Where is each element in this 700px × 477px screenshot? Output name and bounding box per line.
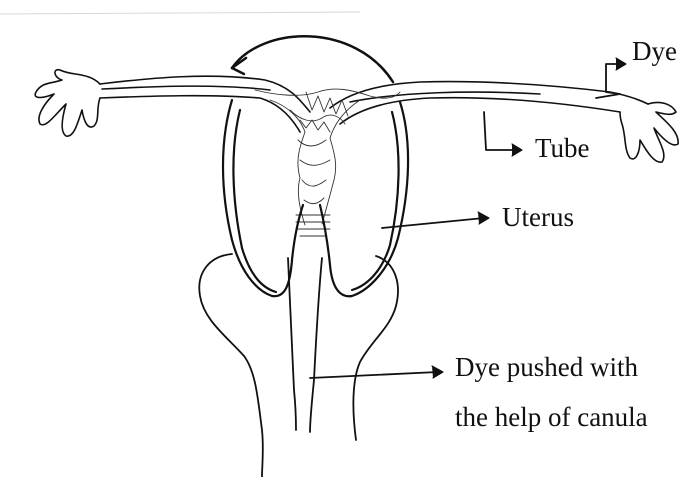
canula [288, 258, 322, 432]
dye-pointer-arrow [596, 58, 626, 98]
canula-pointer-arrow [310, 366, 443, 378]
uterus-body [223, 100, 408, 296]
label-dye-pushed-line2: the help of canula [455, 404, 648, 431]
fundus-arrow [232, 36, 393, 82]
uterus-pointer-arrow [382, 212, 489, 228]
scan-edge-line [0, 12, 360, 14]
label-uterus: Uterus [502, 204, 574, 231]
contrast-dye-fill [255, 89, 400, 236]
label-dye-pushed-line1: Dye pushed with [455, 354, 638, 381]
left-fallopian-tube [35, 70, 310, 136]
tube-pointer-arrow [484, 112, 522, 156]
label-dye: Dye [632, 38, 677, 65]
label-tube: Tube [535, 135, 590, 162]
